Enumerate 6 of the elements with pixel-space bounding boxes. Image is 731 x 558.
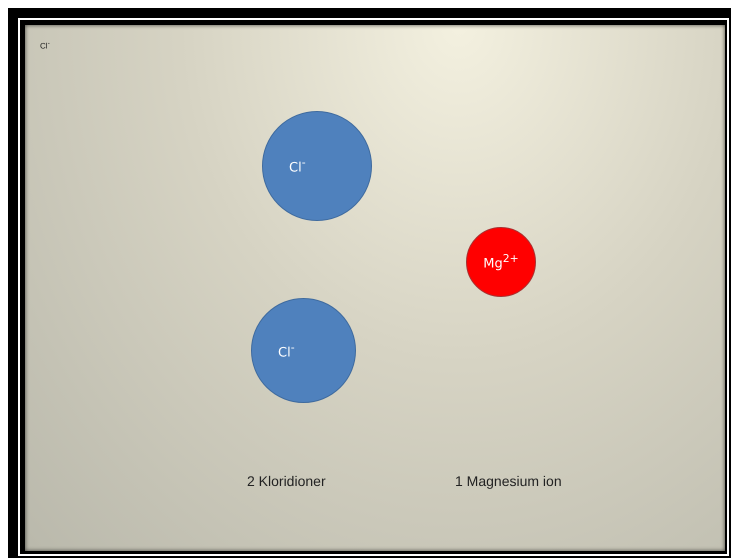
caption-label: 2 Kloridioner [247, 473, 326, 489]
ion-circle: Cl$^{-}$ [251, 298, 356, 403]
ion-circle: Cl$^{-}$ [262, 111, 372, 221]
corner-note: Cl$^{-}$ [40, 40, 50, 51]
ion-circle: Mg$^{2+}$ [466, 227, 536, 297]
caption-label: 1 Magnesium ion [455, 473, 562, 489]
